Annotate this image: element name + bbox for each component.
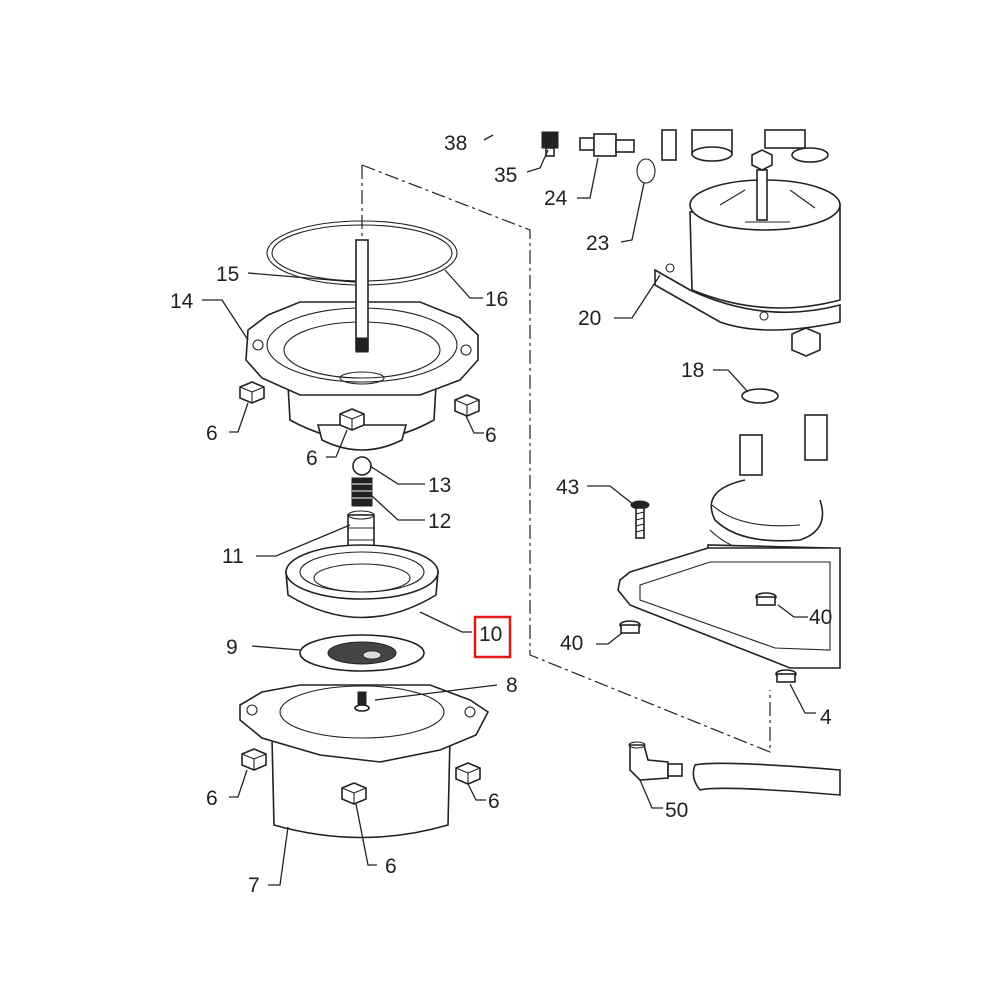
part-12-spring <box>351 477 373 507</box>
label-6-bottom-center: 6 <box>385 855 397 878</box>
part-18-washer <box>741 388 779 404</box>
part-10-gasket-ring <box>285 544 439 619</box>
label-6-bottom-left: 6 <box>206 787 218 810</box>
part-6-nut-d <box>241 748 267 771</box>
boiler-base-plate <box>617 547 841 669</box>
label-20: 20 <box>578 307 601 330</box>
label-24: 24 <box>544 187 568 210</box>
label-13: 13 <box>428 474 451 497</box>
part-20-boiler-top <box>654 179 841 331</box>
label-8: 8 <box>506 674 518 697</box>
part-9-shower-screen <box>299 634 425 672</box>
label-6-top-center: 6 <box>306 447 318 470</box>
label-14: 14 <box>170 290 194 313</box>
part-43-screw <box>630 500 650 539</box>
label-43: 43 <box>556 476 579 499</box>
label-11: 11 <box>222 545 244 568</box>
label-15: 15 <box>216 263 239 286</box>
label-10-highlight-box <box>473 615 512 659</box>
label-23: 23 <box>586 232 609 255</box>
label-35: 35 <box>494 164 517 187</box>
label-7: 7 <box>248 874 260 897</box>
part-8-screw <box>354 691 370 712</box>
part-6-nut-b <box>339 408 365 431</box>
label-6-top-left: 6 <box>206 422 218 445</box>
part-40-grommet-a <box>755 592 777 606</box>
part-40-grommet-b <box>619 620 641 634</box>
part-50-elbow <box>628 741 683 781</box>
leader-lines <box>202 134 816 886</box>
label-50: 50 <box>665 799 688 822</box>
part-6-nut-e <box>455 762 481 785</box>
part-23-oring <box>636 158 656 184</box>
part-15-rod <box>355 239 369 353</box>
label-6-bottom-right: 6 <box>488 790 500 813</box>
label-12: 12 <box>428 510 451 533</box>
part-6-nut-f <box>341 782 367 805</box>
nut-right <box>791 327 821 357</box>
label-16: 16 <box>485 288 508 311</box>
label-10: 10 <box>479 623 502 646</box>
label-38: 38 <box>444 132 467 155</box>
part-35-fitting <box>541 131 559 157</box>
part-24-connector <box>579 133 635 157</box>
label-40-right: 40 <box>809 606 832 629</box>
part-6-nut-c <box>454 394 480 417</box>
label-4-partial: 4 <box>820 706 832 729</box>
hose <box>692 762 841 796</box>
part-6-nut-a <box>239 381 265 404</box>
boiler-fittings-top <box>661 129 829 221</box>
label-6-top-right: 6 <box>485 424 497 447</box>
label-18: 18 <box>681 359 704 382</box>
part-13-ball <box>352 456 372 476</box>
label-40-left: 40 <box>560 632 583 655</box>
part-4x-grommet <box>775 669 797 683</box>
label-9: 9 <box>226 636 238 659</box>
